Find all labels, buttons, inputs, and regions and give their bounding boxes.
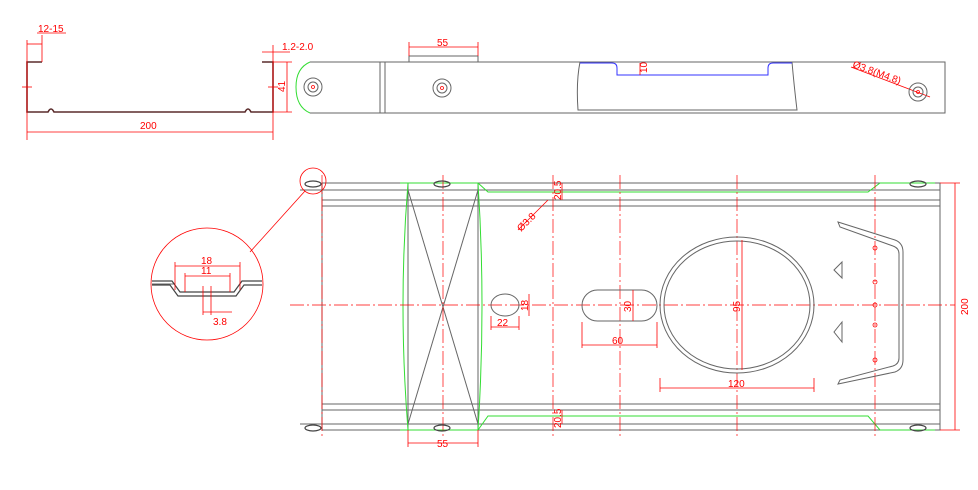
- big-oval-height-label: 95: [732, 300, 743, 312]
- detail-inner-label: 11: [201, 266, 212, 277]
- profile-lip-label: 12-15: [38, 24, 64, 35]
- side-slot-depth-label: 10: [639, 61, 650, 73]
- edge-offset-top-label: 20.5: [553, 180, 564, 200]
- side-tab-label: 55: [437, 38, 449, 49]
- profile-thickness-label: 1.2-2.0: [282, 42, 314, 53]
- plan-fasteners: [304, 180, 927, 432]
- edge-offset-bottom-label: 20.5: [553, 408, 564, 428]
- small-oval-height-label: 18: [520, 299, 531, 311]
- detail-hole-label: 3.8: [213, 317, 227, 328]
- detail-callout: [150, 167, 327, 341]
- profile-width-label: 200: [140, 121, 157, 132]
- side-view-screws: [303, 77, 928, 102]
- profile-height-label: 41: [277, 80, 288, 92]
- side-view: [295, 42, 946, 114]
- side-hole-label: Ø3.8(M4.8): [851, 59, 902, 87]
- big-oval-width-label: 120: [728, 379, 745, 390]
- bottom-tab-label: 55: [437, 439, 449, 450]
- slot-width-label: 60: [612, 336, 624, 347]
- small-oval-width-label: 22: [497, 318, 509, 329]
- detail-outer-label: 18: [201, 256, 213, 267]
- plan-view: [290, 175, 960, 447]
- overall-width-label: 200: [960, 298, 971, 315]
- slot-height-label: 30: [623, 300, 634, 312]
- profile-cross-section: [22, 32, 292, 140]
- rivet-hole-label: Ø3.8: [515, 211, 538, 234]
